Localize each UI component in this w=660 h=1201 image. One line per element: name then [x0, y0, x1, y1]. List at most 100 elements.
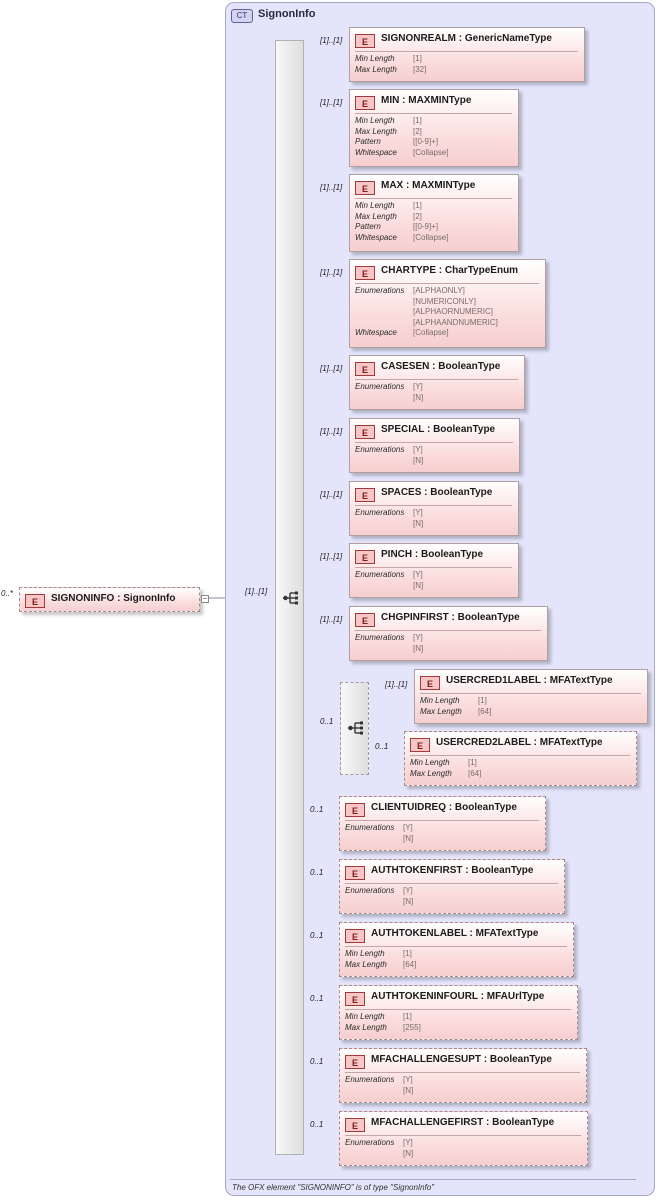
element-divider [355, 379, 518, 380]
facet-value: [N] [403, 1148, 414, 1158]
facet-values: [1] [403, 1012, 412, 1023]
facet-value: [1] [413, 116, 422, 125]
root-cardinality: 0..* [1, 589, 14, 598]
complex-type-badge: CT [231, 9, 253, 23]
facet-table: Enumerations[Y][N] [345, 823, 413, 844]
facet-label: Enumerations [355, 286, 405, 295]
element-divider [345, 946, 567, 947]
facet-row: Min Length[1] [355, 201, 449, 212]
cardinality-label: 0..1 [310, 868, 324, 877]
facet-value: [N] [413, 643, 424, 653]
facet-values: [Y][N] [403, 1075, 413, 1096]
facet-values: [Y][N] [413, 633, 423, 654]
facet-label: Min Length [345, 1012, 385, 1021]
element-divider [355, 51, 578, 52]
facet-value: [Y] [413, 570, 423, 579]
facet-label: Pattern [355, 137, 381, 146]
element-badge: E [355, 362, 375, 376]
facet-value: [N] [413, 518, 424, 528]
facet-value: [Y] [413, 382, 423, 391]
sequence-compositor-icon [283, 591, 298, 605]
facet-value: [1] [478, 696, 487, 705]
facet-values: [ALPHAONLY][NUMERICONLY][ALPHAORNUMERIC]… [413, 286, 498, 328]
facet-value: [[0-9]+] [413, 137, 439, 146]
facet-row: Min Length [1] [345, 1012, 421, 1023]
cardinality-label: [1]..[1] [320, 552, 343, 561]
facet-values: [Y][N] [413, 445, 423, 466]
element-name: CLIENTUIDREQ : BooleanType [371, 802, 517, 813]
cardinality-label: 0..1 [375, 742, 389, 751]
facet-value: [N] [403, 1085, 414, 1095]
facet-value: [64] [468, 768, 482, 778]
element-name: SPECIAL : BooleanType [381, 424, 496, 435]
facet-table: Enumerations[Y][N] [355, 382, 423, 403]
facet-table: Enumerations[Y][N] [345, 886, 413, 907]
element-name: SPACES : BooleanType [381, 487, 493, 498]
facet-table: Enumerations [Y][N] [355, 445, 423, 466]
facet-values: [1] [403, 949, 412, 960]
facet-label: Min Length [355, 54, 395, 63]
facet-values: [Collapse] [413, 328, 449, 339]
facet-row: Min Length[1] [410, 758, 481, 769]
facet-row: Enumerations[Y][N] [355, 382, 423, 403]
facet-label: Whitespace [355, 232, 397, 242]
root-element-signoninfo[interactable]: E SIGNONINFO : SignonInfo [19, 587, 200, 612]
facet-value: [Y] [413, 445, 423, 454]
element-divider [355, 505, 512, 506]
facet-value: [ALPHAANDNUMERIC] [413, 317, 498, 327]
facet-row: Max Length[64] [420, 707, 491, 718]
cardinality-label: 0..1 [310, 1120, 324, 1129]
element-badge: E [25, 594, 45, 608]
element-name: SIGNONINFO : SignonInfo [51, 593, 176, 604]
facet-values: [Y][N] [413, 382, 423, 403]
facet-values: [64] [468, 769, 481, 780]
facet-value: [NUMERICONLY] [413, 296, 476, 306]
facet-row: Pattern[[0-9]+] [355, 222, 449, 233]
facet-row: Max Length[64] [410, 769, 481, 780]
cardinality-label: [1]..[1] [320, 183, 343, 192]
element-badge: E [355, 96, 375, 110]
element-divider [355, 630, 541, 631]
facet-value: [1] [403, 1012, 412, 1021]
cardinality-label: 0..1 [310, 931, 324, 940]
facet-label: Enumerations [355, 445, 405, 454]
facet-label: Max Length [355, 211, 397, 221]
facet-table: Min Length[1]Max Length[255] [345, 1012, 421, 1033]
element-badge: E [345, 1118, 365, 1132]
element-divider [420, 693, 641, 694]
facet-table: Enumerations[ALPHAONLY][NUMERICONLY][ALP… [355, 286, 498, 339]
collapse-toggle-icon[interactable]: − [201, 594, 209, 603]
cardinality-label: [1]..[1] [320, 427, 343, 436]
facet-values: [2] [413, 212, 422, 223]
facet-row: Whitespace [Collapse] [355, 233, 449, 244]
element-divider [345, 1072, 580, 1073]
facet-value: [Collapse] [413, 232, 449, 242]
facet-row: Pattern [[0-9]+] [355, 137, 449, 148]
facet-label: Min Length [355, 201, 395, 210]
facet-row: Enumerations[Y][N] [345, 1138, 413, 1159]
element-badge: E [410, 738, 430, 752]
facet-value: [N] [413, 392, 424, 402]
facet-row: Whitespace[Collapse] [355, 328, 498, 339]
root-link-cardinality: [1]..[1] [245, 587, 268, 596]
element-badge: E [345, 866, 365, 880]
element-divider [345, 883, 558, 884]
facet-value: [ALPHAONLY] [413, 286, 465, 295]
